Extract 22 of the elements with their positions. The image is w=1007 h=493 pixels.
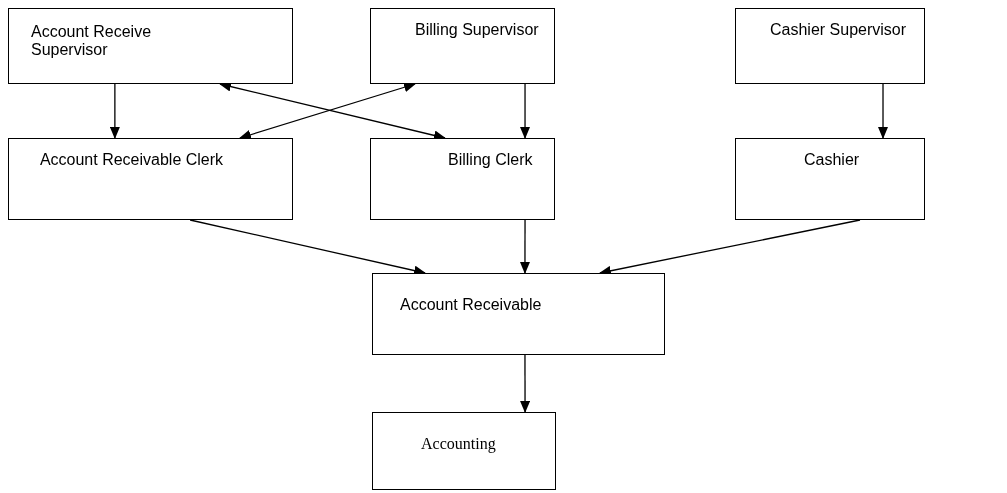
arrow (520, 354, 531, 413)
box-label: Cashier (804, 151, 860, 168)
process-box (370, 8, 555, 84)
box-label: Billing Supervisor (415, 21, 539, 38)
box-label: Account Receivable Clerk (39, 151, 224, 168)
process-box (370, 138, 555, 220)
box-label: Cashier Supervisor (770, 21, 907, 38)
process-box (372, 412, 556, 490)
box-label: Billing Clerk (448, 151, 533, 168)
process-box (735, 8, 925, 84)
process-box (8, 8, 293, 84)
arrow (519, 219, 530, 274)
arrow (109, 83, 120, 139)
arrow (239, 82, 416, 140)
box-label: Account Receive Supervisor (31, 23, 152, 58)
box-label: Accounting (421, 435, 496, 452)
process-box (372, 273, 665, 355)
arrow (878, 83, 888, 139)
arrow (520, 83, 531, 139)
box-label: Account Receivable (400, 296, 542, 313)
process-box (735, 138, 925, 220)
process-box (8, 138, 293, 220)
